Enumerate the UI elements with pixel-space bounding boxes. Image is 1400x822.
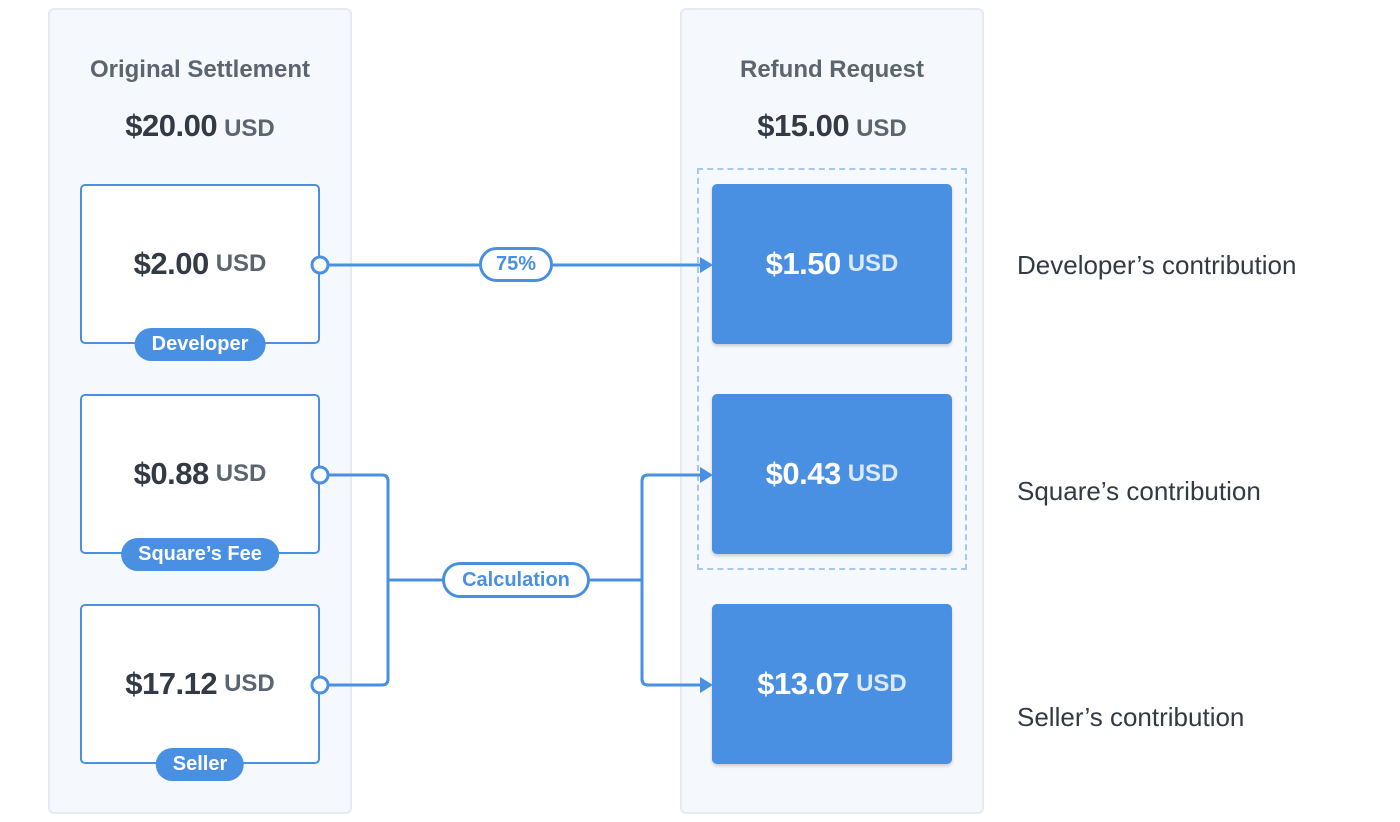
square-arrowhead	[700, 467, 713, 483]
square-fee-connector-line	[326, 473, 390, 582]
seller-connector-line	[326, 578, 390, 687]
developer-tag: Developer	[134, 328, 266, 361]
square-contribution-label: Square’s contribution	[1017, 476, 1261, 506]
seller-refund-currency: USD	[856, 670, 907, 697]
square-output-line	[640, 473, 702, 582]
developer-refund-currency: USD	[847, 250, 899, 277]
refund-total-amount: $15.00	[757, 108, 850, 143]
percent-pill: 75%	[479, 247, 553, 282]
seller-port	[310, 675, 330, 695]
square-fee-port	[310, 465, 330, 485]
developer-square-group-outline	[697, 168, 967, 570]
calculation-pill: Calculation	[442, 562, 590, 598]
developer-amount: $2.00	[133, 246, 210, 281]
original-total-amount: $20.00	[125, 108, 218, 143]
square-refund-currency: USD	[847, 460, 899, 487]
seller-amount: $17.12	[125, 666, 218, 701]
square-refund-amount: $0.43	[765, 456, 842, 491]
square-fee-amount: $0.88	[133, 456, 210, 491]
developer-currency: USD	[215, 250, 267, 277]
refund-total-currency: USD	[856, 115, 907, 142]
developer-port	[310, 255, 330, 275]
developer-arrowhead	[700, 257, 713, 273]
original-settlement-title: Original Settlement	[89, 56, 311, 83]
seller-refund-amount: $13.07	[757, 666, 850, 701]
developer-contribution-label: Developer’s contribution	[1017, 250, 1297, 280]
square-fee-tag: Square’s Fee	[121, 538, 279, 571]
original-total-currency: USD	[224, 115, 275, 142]
developer-refund-amount: $1.50	[765, 246, 842, 281]
seller-currency: USD	[224, 670, 275, 697]
seller-output-line	[640, 578, 702, 687]
square-fee-currency: USD	[215, 460, 267, 487]
seller-tag: Seller	[155, 748, 245, 781]
seller-contribution-label: Seller’s contribution	[1017, 702, 1245, 732]
seller-arrowhead	[700, 677, 713, 693]
refund-request-title: Refund Request	[739, 56, 924, 83]
